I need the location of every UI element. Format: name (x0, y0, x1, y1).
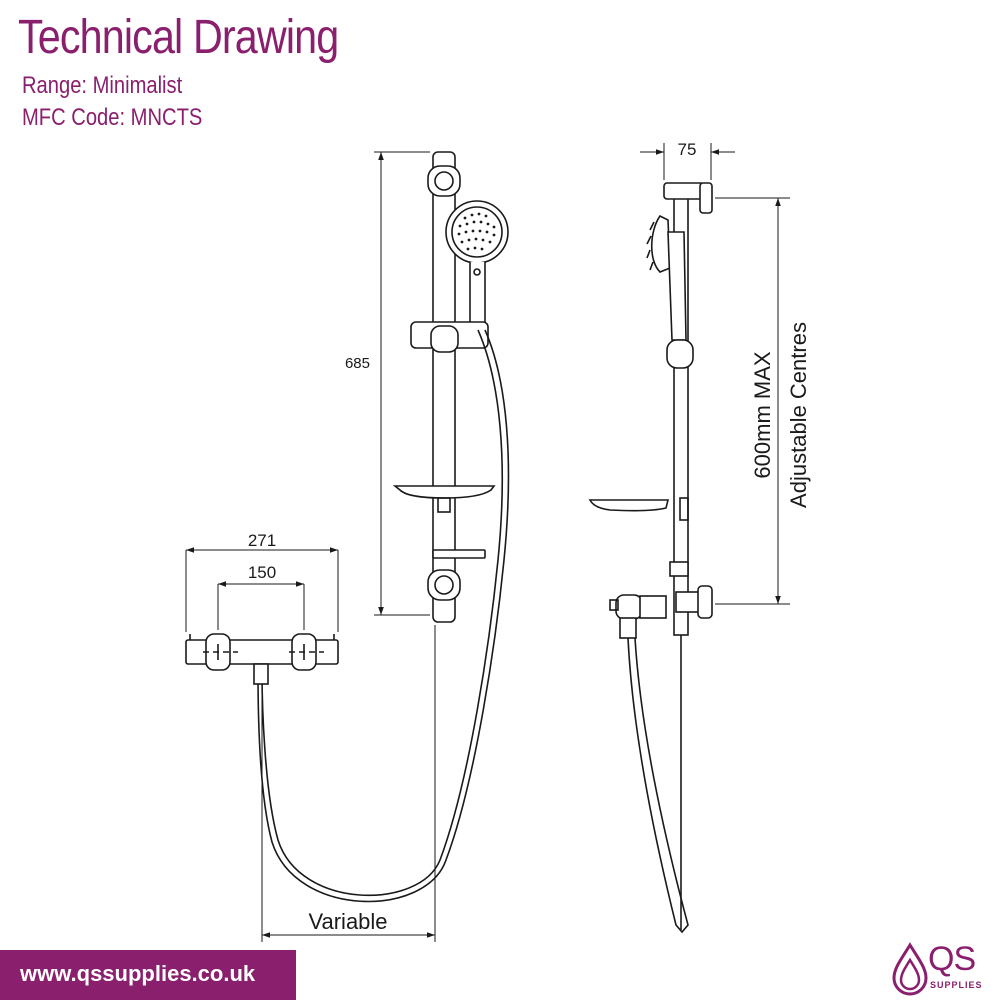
side-top-bracket (699, 182, 713, 214)
shower-hose (261, 329, 504, 897)
front-view (185, 151, 510, 903)
dim-centres-line2: Adjustable Centres (786, 322, 811, 508)
dim-valve-width: 271 (248, 531, 276, 550)
water-drop-icon (892, 942, 928, 996)
logo-text: QS (928, 940, 976, 978)
valve-outlet (253, 663, 269, 685)
side-valve-body (639, 595, 667, 619)
qs-supplies-logo: QS SUPPLIES (886, 940, 996, 1000)
hose-retainer (432, 549, 486, 559)
website-link[interactable]: www.qssupplies.co.uk (20, 961, 256, 986)
shower-head (445, 200, 509, 264)
slide-rail (432, 151, 456, 623)
dim-variable: Variable (308, 909, 387, 934)
page-title: Technical Drawing (18, 11, 339, 64)
dim-valve-centres: 150 (248, 563, 276, 582)
side-hose (627, 637, 689, 934)
side-soap-dish (588, 499, 670, 512)
side-bottom-bracket (697, 585, 713, 619)
bottom-wall-bracket (427, 569, 461, 601)
footer-banner: www.qssupplies.co.uk (0, 950, 296, 1000)
dim-rail-height: 685 (345, 355, 370, 372)
shower-nozzles (457, 212, 496, 251)
logo-subtext: SUPPLIES (930, 980, 983, 990)
range-label: Range: Minimalist (22, 72, 183, 99)
top-wall-bracket (427, 165, 461, 197)
shower-handle (469, 262, 486, 326)
dim-centres-line1: 600mm MAX (750, 351, 775, 478)
dim-projection: 75 (678, 140, 697, 159)
dimension-lines (185, 143, 790, 942)
side-shower-head (650, 214, 671, 273)
soap-dish (392, 485, 496, 499)
mfc-code-label: MFC Code: MNCTS (22, 104, 203, 131)
side-view (588, 182, 713, 934)
